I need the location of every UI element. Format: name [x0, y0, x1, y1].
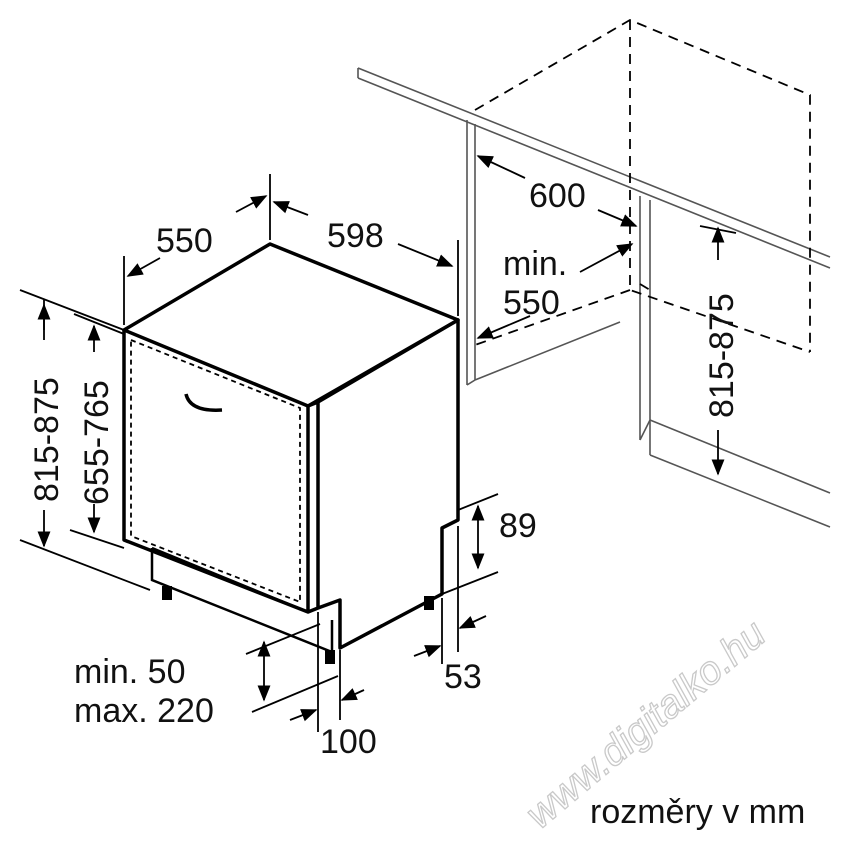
plinth-gap-dimension: [245, 623, 339, 713]
foot-back-right: [424, 596, 434, 610]
foot-front-left: [162, 586, 172, 600]
cabinet-niche: [357, 18, 831, 528]
plinth-gap-max-label: max. 220: [74, 692, 214, 730]
total-height-dimension: [19, 289, 151, 591]
plinth-height-dimension: [441, 493, 499, 595]
niche-depth-dimension: [476, 243, 634, 339]
door-offset-dimension: [289, 612, 365, 732]
width-dimension: [272, 201, 459, 316]
units-note: rozměry v mm: [590, 793, 805, 831]
width-label: 598: [327, 217, 384, 255]
dishwasher: [122, 242, 460, 664]
depth-dimension: [123, 174, 271, 325]
niche-height-dimension: [699, 225, 737, 476]
plinth-gap-min-label: min. 50: [74, 653, 186, 691]
total-height-label: 815-875: [28, 377, 66, 502]
door-offset-label: 100: [320, 723, 377, 761]
plinth-height-label: 89: [499, 507, 537, 545]
plinth-setback-label: 53: [444, 658, 482, 696]
niche-width-label: 600: [529, 177, 586, 215]
body-height-dimension: [69, 313, 125, 549]
foot-front-right: [325, 650, 335, 664]
plinth-setback-dimension: [413, 526, 487, 664]
niche-height-label: 815-875: [703, 293, 741, 418]
niche-depth-value-label: 550: [503, 284, 560, 322]
niche-width-dimension: [476, 155, 638, 227]
niche-depth-min-label: min.: [503, 245, 567, 283]
depth-label: 550: [156, 222, 213, 260]
body-height-label: 655-765: [78, 380, 116, 505]
